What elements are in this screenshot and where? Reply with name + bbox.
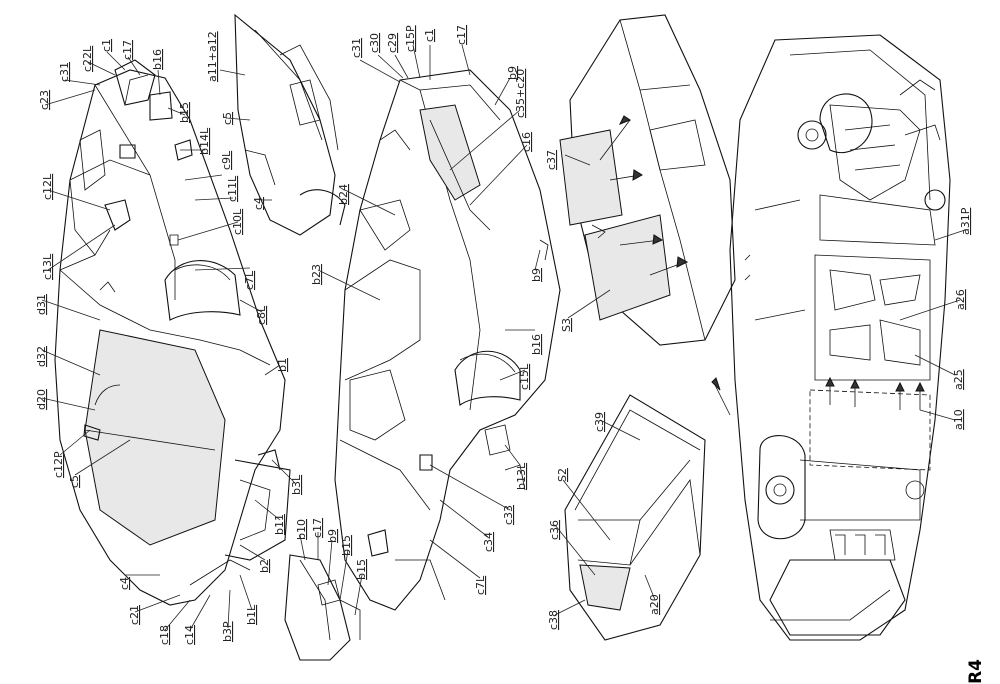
label-c31: c31 [58, 62, 71, 82]
label-c10L: c10L [231, 208, 244, 235]
label-fig3-b9: b9 [530, 268, 543, 282]
label-c21: c21 [128, 605, 141, 625]
label-b2: b2 [258, 559, 271, 573]
label-c11L: c11L [226, 175, 239, 202]
label-a11-a12: a11+a12 [206, 31, 219, 82]
label-b1L: b1L [245, 604, 258, 625]
label-S3: S3 [560, 318, 573, 332]
label-fig3-b23: b23 [310, 264, 323, 285]
figure-main-body-leaders [41, 51, 296, 631]
label-fig6-b15-a: b15 [340, 535, 353, 556]
label-fig6-b10: b10 [295, 519, 308, 540]
figure-rear-detail: b10 c17 b9 b15 b15 [284, 518, 368, 661]
label-c36: c36 [548, 520, 561, 540]
label-fig3-c17: c17 [455, 25, 468, 45]
label-b14L: b14L [198, 127, 211, 155]
label-fig3-b24: b24 [337, 184, 350, 205]
label-fig3-c30: c30 [368, 33, 381, 53]
label-c23: c23 [38, 90, 51, 110]
figure-main-body [54, 59, 291, 606]
label-d20: d20 [35, 389, 48, 410]
label-c1: c1 [100, 39, 113, 52]
label-d31: d31 [35, 294, 48, 315]
label-b15: b15 [178, 102, 191, 123]
figure-windshield-detail: a11+a12 c5 c4 [206, 13, 346, 236]
label-fig2-c5: c5 [221, 112, 234, 125]
label-c38: c38 [547, 610, 560, 630]
label-c12L: c12L [41, 173, 54, 200]
label-c17: c17 [121, 40, 134, 60]
label-b3L: b3L [290, 474, 303, 495]
figure-main-body-labels: c23 c31 c22L c1 c17 b16 b15 c9L b14L c11… [35, 39, 303, 645]
label-fig3-c7L: c7L [474, 575, 487, 595]
label-c5: c5 [68, 475, 81, 488]
label-c9L: c9L [220, 150, 233, 170]
label-c13L: c13L [41, 253, 54, 280]
label-b3P: b3P [221, 621, 234, 642]
label-c37: c37 [545, 150, 558, 170]
instruction-sheet: c23 c31 c22L c1 c17 b16 b15 c9L b14L c11… [35, 13, 986, 684]
label-fig3-c15P: c15P [404, 25, 417, 52]
label-fig3-c34: c34 [482, 532, 495, 552]
label-c22L: c22L [81, 45, 94, 72]
page-label: R4 [966, 659, 986, 684]
label-fig3-c31: c31 [350, 38, 363, 58]
label-fig3-b16: b16 [530, 334, 543, 355]
label-fig3-c33: c33 [502, 505, 515, 525]
label-c12P: c12P [52, 451, 65, 478]
label-a31P: a31P [959, 207, 972, 235]
label-fig3-c1: c1 [423, 29, 436, 42]
label-c7L: c7L [243, 270, 256, 290]
figure-body-side [334, 69, 561, 611]
label-fig3-c16: c16 [520, 132, 533, 152]
label-b11: b11 [273, 514, 286, 535]
label-c39: c39 [593, 412, 606, 432]
label-b16: b16 [151, 49, 164, 70]
label-fig6-c17: c17 [311, 518, 324, 538]
assembly-diagram: c23 c31 c22L c1 c17 b16 b15 c9L b14L c11… [35, 13, 972, 661]
label-fig3-c29: c29 [386, 33, 399, 53]
label-fig3-c35-c20: c35+c20 [514, 69, 527, 118]
label-fig2-c4: c4 [252, 197, 265, 210]
figure-tray: c39 S2 c36 c38 a20 [547, 394, 706, 641]
label-b1: b1 [276, 358, 289, 372]
label-fig3-c15L: c15L [518, 363, 531, 390]
label-a10: a10 [952, 409, 965, 430]
label-a25: a25 [952, 369, 965, 390]
label-c4: c4 [118, 577, 131, 590]
figure-panel-insert: c37 S3 [545, 14, 736, 346]
label-d32: d32 [35, 346, 48, 367]
label-a26: a26 [954, 289, 967, 310]
label-fig3-b9-top: b9 [506, 66, 519, 80]
label-c8L: c8L [255, 305, 268, 325]
label-S2: S2 [556, 468, 569, 482]
label-c14: c14 [183, 625, 196, 645]
figure-body-side-labels: c31 c30 c29 c15P c1 c17 b9 c35+c20 c16 b… [310, 25, 543, 595]
label-a20: a20 [648, 594, 661, 615]
figure-chassis: a31P a26 a25 a10 [711, 34, 972, 641]
figure-body-side-leaders [317, 44, 541, 579]
label-fig6-b15-b: b15 [355, 559, 368, 580]
label-fig3-b13L: b13L [515, 462, 528, 490]
label-fig6-b9: b9 [326, 529, 339, 543]
label-c18: c18 [158, 625, 171, 645]
